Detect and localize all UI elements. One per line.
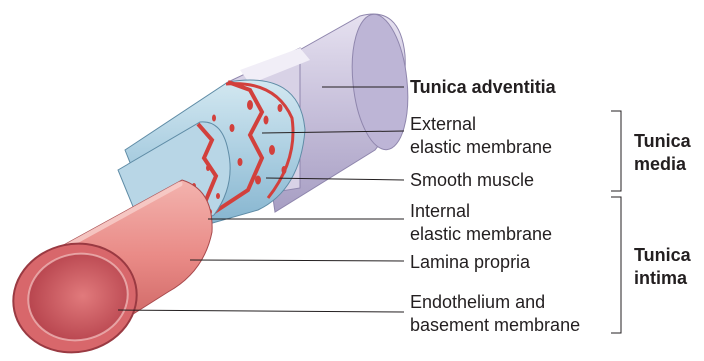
label-line: basement membrane [410,314,580,337]
group-label-tunica-intima: Tunica intima [634,244,691,290]
leader-endothelium [118,310,404,312]
leader-lamina-propria [190,260,404,261]
label-line: media [634,153,691,176]
label-line: elastic membrane [410,223,552,246]
leader-smooth-muscle [266,178,404,180]
label-line: Tunica [634,244,691,267]
label-line: External [410,113,552,136]
label-internal-elastic-membrane: Internal elastic membrane [410,200,552,246]
label-lamina-propria: Lamina propria [410,251,530,274]
label-tunica-adventitia: Tunica adventitia [410,76,556,99]
label-line: Endothelium and [410,291,580,314]
label-line: intima [634,267,691,290]
leader-external-elastic [262,131,404,133]
group-label-tunica-media: Tunica media [634,130,691,176]
bracket-tunica-media [611,111,621,191]
label-endothelium-basement-membrane: Endothelium and basement membrane [410,291,580,337]
label-external-elastic-membrane: External elastic membrane [410,113,552,159]
bracket-tunica-intima [611,197,621,333]
label-line: elastic membrane [410,136,552,159]
label-smooth-muscle: Smooth muscle [410,169,534,192]
label-line: Internal [410,200,552,223]
label-line: Tunica [634,130,691,153]
